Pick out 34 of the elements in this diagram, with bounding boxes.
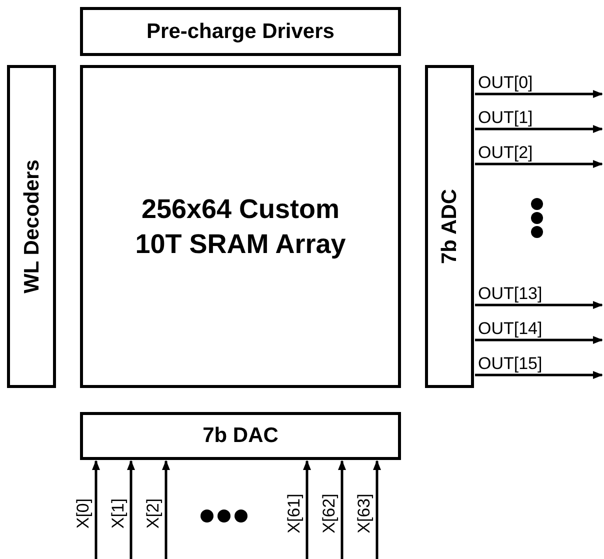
block-box [80,65,401,388]
edge-label: X[61] [286,494,302,534]
edge-label: X[63] [356,494,372,534]
block-label: 256x64 Custom 10T SRAM Array [134,192,347,261]
edge-label: X[1] [110,498,126,529]
block-label: Pre-charge Drivers [146,18,334,45]
arrow [303,460,311,559]
edge-label: X[2] [144,498,162,529]
block-label: WL Decoders [21,160,42,294]
block-label: 7b ADC [439,188,460,264]
edge-label: OUT[13] [478,285,542,302]
block-box [80,7,401,56]
arrow [373,460,381,559]
block-box [425,65,474,388]
block-box [80,412,401,460]
arrow [475,90,603,98]
edge-label: X[62] [320,494,338,534]
arrow [92,460,100,559]
edge-label: OUT[14] [478,320,542,337]
arrow [127,460,135,559]
edge-label: OUT[0] [478,74,533,91]
arrow [475,125,603,133]
arrow [162,460,170,559]
edge-label: OUT[1] [478,109,533,126]
arrow [338,460,346,559]
arrow [475,336,603,344]
edge-label: OUT[2] [478,144,533,161]
block-label: 7b DAC [202,423,278,450]
arrow [475,301,603,309]
arrow [475,371,603,379]
arrow [475,160,603,168]
edge-label: X[0] [74,498,92,529]
block-box [7,65,56,388]
edge-label: OUT[15] [478,355,542,372]
